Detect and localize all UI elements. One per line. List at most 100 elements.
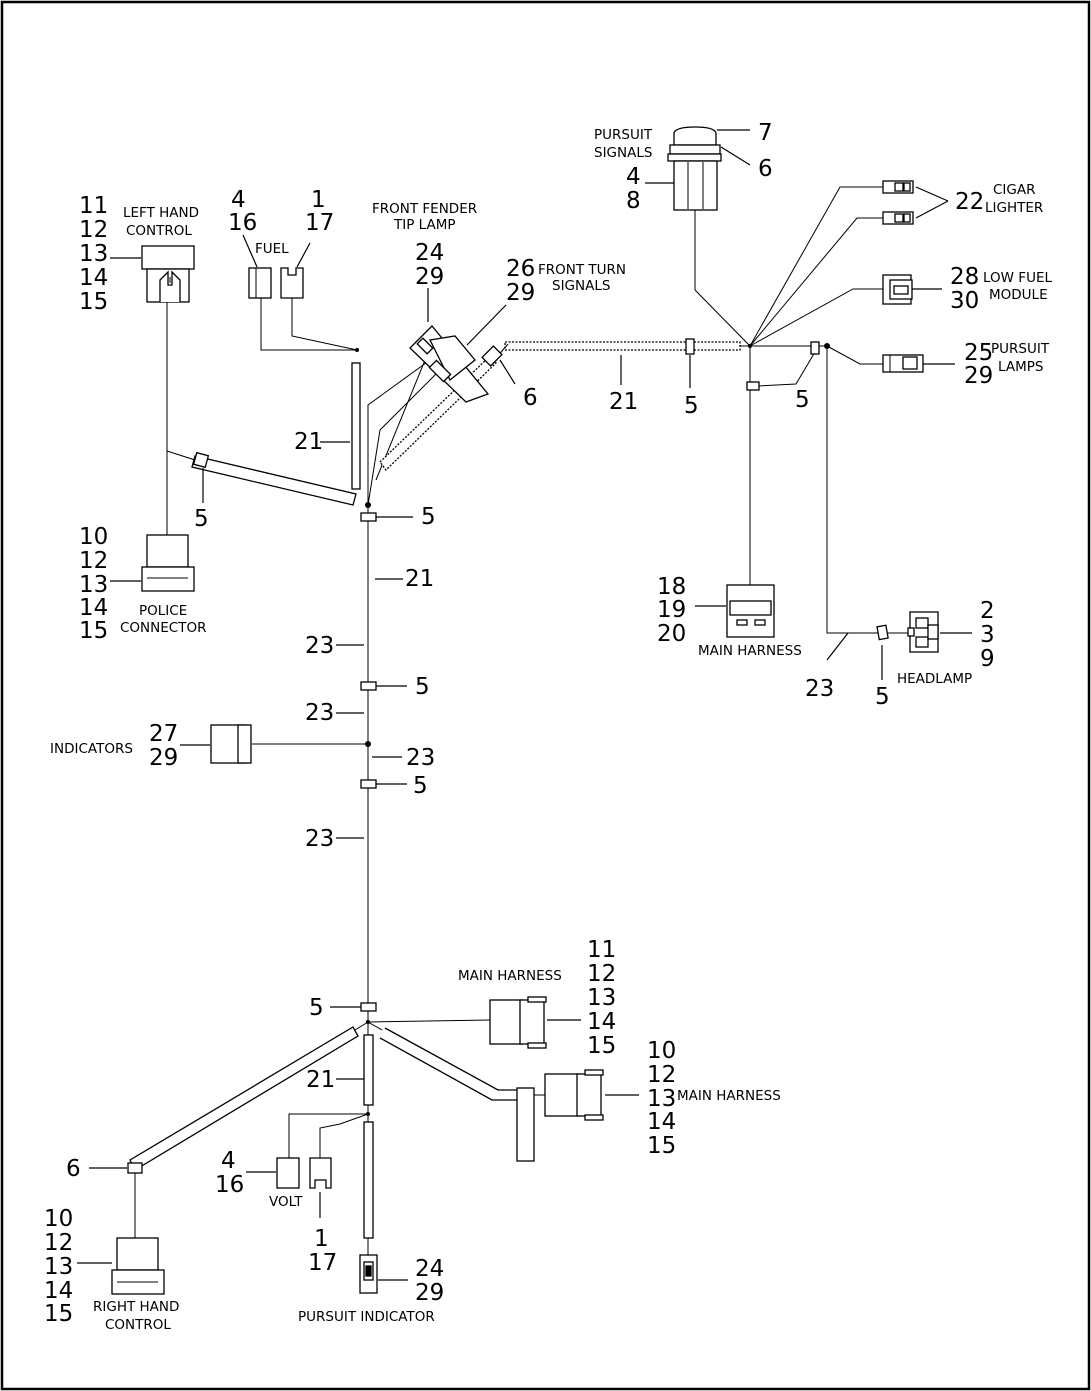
cable-strap-4[interactable] xyxy=(360,1002,377,1012)
label-fuel: FUEL xyxy=(255,241,289,257)
pursuit-signals-bulb[interactable] xyxy=(667,126,722,211)
callout: 13 xyxy=(44,1254,73,1280)
callout: 23 xyxy=(305,700,334,726)
callout: 13 xyxy=(79,241,108,267)
callout: 11 xyxy=(79,193,108,219)
label-right-hand-1: RIGHT HAND xyxy=(93,1299,179,1315)
callout: 20 xyxy=(657,621,686,647)
callout: 5 xyxy=(415,674,430,700)
callout: 15 xyxy=(587,1033,616,1059)
callout: 15 xyxy=(647,1133,676,1159)
callout: 5 xyxy=(875,684,890,710)
callout: 25 xyxy=(964,340,993,366)
fuel-connector-right[interactable] xyxy=(280,267,304,299)
callout: 23 xyxy=(305,826,334,852)
label-police-1: POLICE xyxy=(139,603,187,619)
callout: 13 xyxy=(647,1086,676,1112)
callout: 29 xyxy=(415,264,444,290)
callout: 23 xyxy=(406,745,435,771)
label-right-hand-2: CONTROL xyxy=(105,1317,171,1333)
right-hand-control-connector[interactable] xyxy=(111,1237,165,1295)
sleeve-right-hand xyxy=(129,1026,359,1171)
label-left-hand-2: CONTROL xyxy=(126,223,192,239)
callout: 7 xyxy=(758,120,773,146)
callout: 11 xyxy=(587,937,616,963)
callout: 30 xyxy=(950,288,979,314)
headlamp-connector[interactable] xyxy=(907,611,939,653)
callout: 1 xyxy=(314,1226,329,1252)
label-low-fuel-2: MODULE xyxy=(989,287,1048,303)
callout: 19 xyxy=(657,597,686,623)
callout: 6 xyxy=(66,1156,81,1182)
sleeve-left-diagonal xyxy=(191,455,357,506)
label-front-turn-1: FRONT TURN xyxy=(538,262,626,278)
tip-lamp-connector[interactable] xyxy=(409,325,490,403)
cable-strap-2[interactable] xyxy=(360,681,377,691)
label-pursuit-lamps-2: LAMPS xyxy=(998,359,1043,375)
label-pursuit-indicator: PURSUIT INDICATOR xyxy=(298,1309,435,1325)
cable-strap-right[interactable] xyxy=(810,341,820,355)
left-hand-control-connector[interactable] xyxy=(141,245,195,303)
callout: 14 xyxy=(647,1109,676,1135)
callout: 23 xyxy=(805,676,834,702)
callout: 29 xyxy=(964,363,993,389)
callout: 21 xyxy=(609,389,638,415)
low-fuel-module-connector[interactable] xyxy=(882,274,913,305)
callout: 24 xyxy=(415,1256,444,1282)
main-harness-top-connector[interactable] xyxy=(726,584,775,638)
volt-connector-left[interactable] xyxy=(276,1157,300,1189)
pursuit-indicator-connector[interactable] xyxy=(359,1254,378,1294)
callout: 21 xyxy=(405,566,434,592)
label-front-turn-2: SIGNALS xyxy=(552,278,610,294)
callout: 10 xyxy=(647,1038,676,1064)
callout: 21 xyxy=(294,429,323,455)
callout: 9 xyxy=(980,646,995,672)
label-left-hand-1: LEFT HAND xyxy=(123,205,199,221)
callout: 17 xyxy=(305,210,334,236)
volt-connector-right[interactable] xyxy=(309,1157,332,1189)
sleeve-lower-vertical xyxy=(363,1034,374,1106)
callout: 5 xyxy=(413,773,428,799)
cigar-lighter-connector-2[interactable] xyxy=(882,211,914,225)
label-pursuit-signals-2: SIGNALS xyxy=(594,145,652,161)
callout: 4 xyxy=(626,164,641,190)
callout: 26 xyxy=(506,256,535,282)
callout: 29 xyxy=(149,745,178,771)
cable-strap-1[interactable] xyxy=(360,512,377,522)
fuel-connector-left[interactable] xyxy=(248,267,272,299)
callout: 10 xyxy=(44,1206,73,1232)
label-cigar-2: LIGHTER xyxy=(985,200,1043,216)
callout: 4 xyxy=(221,1148,236,1174)
cable-strap-headlamp[interactable] xyxy=(876,624,889,641)
callout: 24 xyxy=(415,240,444,266)
label-pursuit-signals-1: PURSUIT xyxy=(594,127,653,143)
label-low-fuel-1: LOW FUEL xyxy=(983,270,1052,286)
cable-strap-conduit[interactable] xyxy=(685,338,695,355)
label-headlamp: HEADLAMP xyxy=(897,671,972,687)
label-pursuit-lamps-1: PURSUIT xyxy=(991,341,1050,357)
pursuit-lamps-connector[interactable] xyxy=(882,354,924,373)
cable-strap-3[interactable] xyxy=(360,779,377,789)
callout: 21 xyxy=(306,1067,335,1093)
callout: 29 xyxy=(506,280,535,306)
callout: 15 xyxy=(44,1301,73,1327)
callout: 6 xyxy=(523,385,538,411)
police-connector[interactable] xyxy=(141,534,195,592)
callout: 12 xyxy=(647,1062,676,1088)
main-harness-mid-connector[interactable] xyxy=(489,996,547,1049)
callout: 12 xyxy=(79,217,108,243)
callout: 4 xyxy=(231,187,246,213)
main-harness-right-connector[interactable] xyxy=(544,1069,604,1121)
cable-strap-left[interactable] xyxy=(192,451,210,469)
cigar-lighter-connector-1[interactable] xyxy=(882,180,914,194)
indicators-connector[interactable] xyxy=(210,724,252,764)
cable-clip-lower[interactable] xyxy=(127,1162,143,1174)
label-cigar-1: CIGAR xyxy=(993,182,1035,198)
callout: 22 xyxy=(955,189,984,215)
front-turn-clip[interactable] xyxy=(481,345,503,367)
cable-strap-hub[interactable] xyxy=(746,381,760,391)
sleeve-vertical xyxy=(351,362,361,490)
callout: 17 xyxy=(308,1250,337,1276)
callout: 29 xyxy=(415,1280,444,1306)
